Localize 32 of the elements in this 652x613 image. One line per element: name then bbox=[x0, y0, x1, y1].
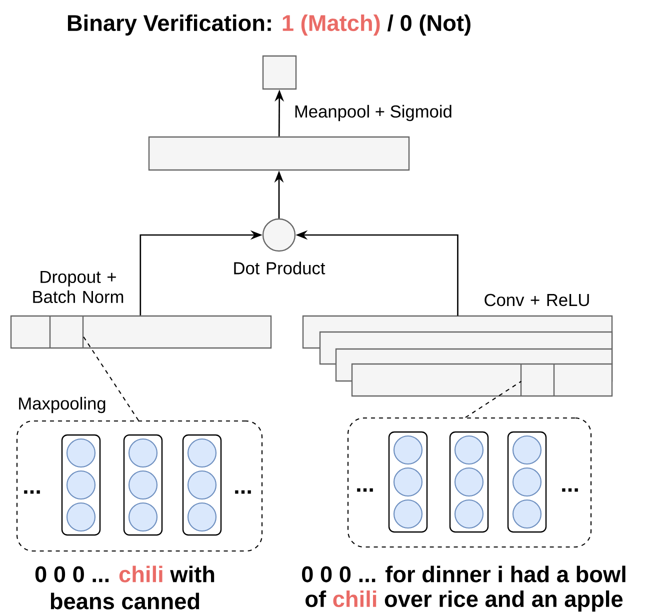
leader-line bbox=[465, 380, 522, 418]
node-label: Maxpooling bbox=[19, 396, 106, 414]
hidden-layer-bar bbox=[148, 136, 410, 171]
edge-label: Meanpool + Sigmoid bbox=[295, 104, 452, 122]
embedding-column bbox=[123, 434, 163, 536]
ellipsis: ... bbox=[24, 490, 40, 494]
title: Binary Verification: bbox=[68, 14, 271, 36]
embedding-column bbox=[182, 434, 222, 536]
output-box bbox=[262, 55, 297, 90]
node-label: Dropout + Batch Norm bbox=[33, 270, 124, 304]
vector-bar bbox=[10, 315, 272, 349]
embedding-column bbox=[388, 431, 428, 533]
leader-line bbox=[82, 336, 139, 421]
highlighted-word: chili bbox=[333, 590, 376, 608]
sentence-text: 0 0 0 ... bbox=[35, 566, 109, 582]
sentence-text: over rice and an apple bbox=[384, 590, 623, 612]
dashed-group-box bbox=[347, 417, 592, 548]
sentence-text: beans canned bbox=[50, 592, 200, 610]
embedding-column bbox=[449, 431, 489, 533]
dashed-group-box bbox=[16, 420, 263, 552]
sentence-text: with bbox=[170, 566, 214, 582]
title-highlight: 1 (Match) bbox=[282, 14, 380, 36]
sentence-text: of bbox=[306, 590, 326, 608]
dot-product-circle bbox=[262, 218, 296, 252]
node-label: Conv + ReLU bbox=[484, 294, 589, 306]
sentence-text: 0 0 0 ... for dinner i had a bowl bbox=[302, 566, 626, 582]
embedding-column bbox=[507, 431, 547, 533]
feature-map-stack bbox=[302, 315, 613, 397]
embedding-column bbox=[61, 434, 101, 536]
node-label: Dot Product bbox=[234, 262, 326, 274]
title-text: / 0 (Not) bbox=[387, 14, 470, 36]
highlighted-word: chili bbox=[119, 566, 162, 582]
